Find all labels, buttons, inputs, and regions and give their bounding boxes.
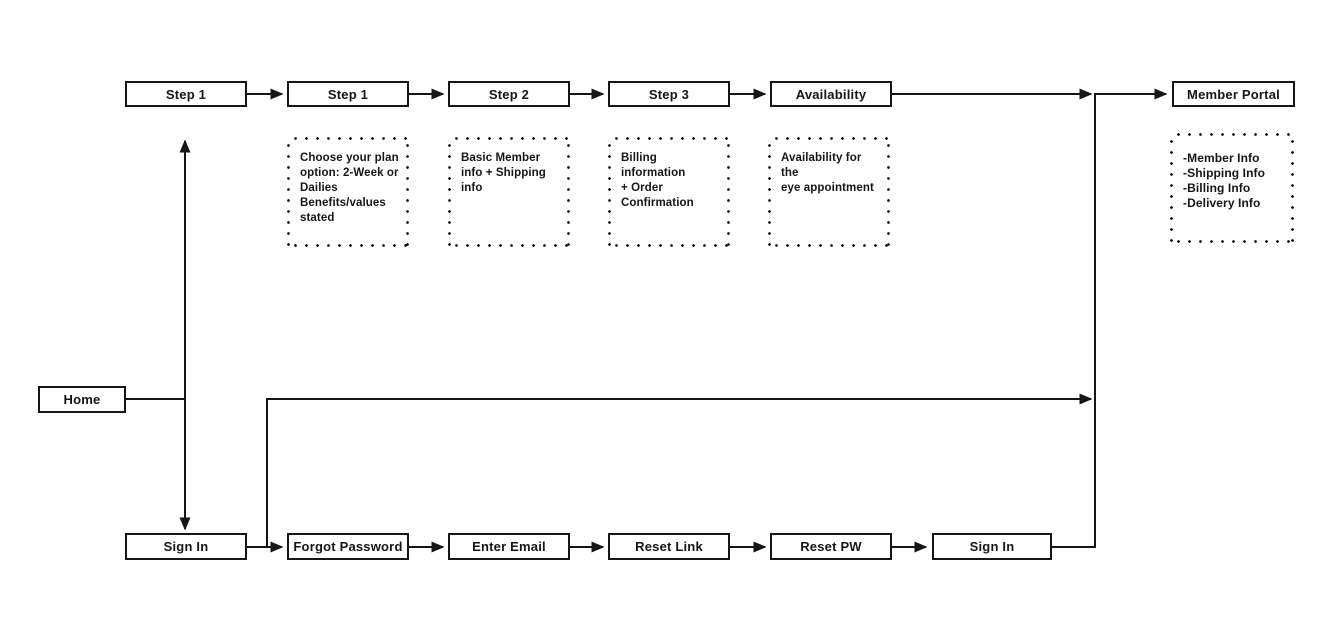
note-member-shipping-info: Basic Member info + Shipping info: [448, 137, 570, 247]
node-step3: Step 3: [608, 81, 730, 107]
node-step1-plan: Step 1: [287, 81, 409, 107]
node-forgot-password: Forgot Password: [287, 533, 409, 560]
node-availability: Availability: [770, 81, 892, 107]
node-enter-email: Enter Email: [448, 533, 570, 560]
node-reset-pw: Reset PW: [770, 533, 892, 560]
note-member-portal-contents: -Member Info -Shipping Info -Billing Inf…: [1170, 133, 1294, 243]
note-billing-confirmation: Billing information + Order Confirmation: [608, 137, 730, 247]
node-sign-in: Sign In: [125, 533, 247, 560]
node-reset-link: Reset Link: [608, 533, 730, 560]
note-plan-options: Choose your plan option: 2-Week or Daili…: [287, 137, 409, 247]
note-eye-appointment: Availability for the eye appointment: [768, 137, 890, 247]
node-member-portal: Member Portal: [1172, 81, 1295, 107]
node-step1-entry: Step 1: [125, 81, 247, 107]
node-sign-in-final: Sign In: [932, 533, 1052, 560]
node-home: Home: [38, 386, 126, 413]
node-step2: Step 2: [448, 81, 570, 107]
